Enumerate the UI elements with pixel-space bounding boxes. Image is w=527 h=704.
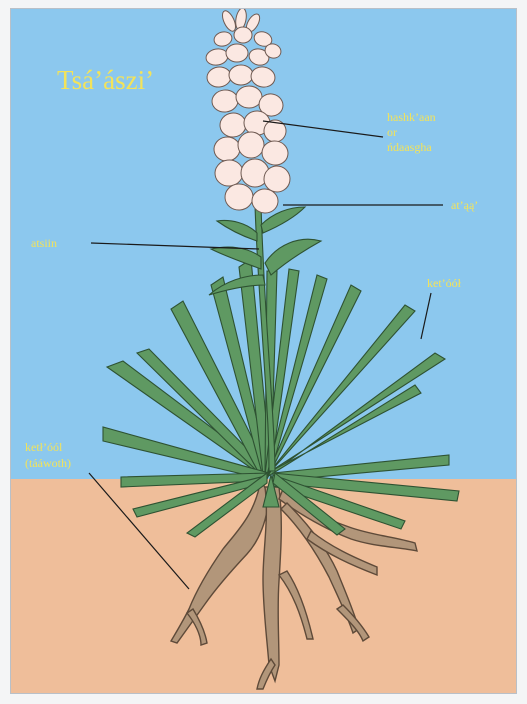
diagram-title: Tsá’ászi’ xyxy=(57,65,154,95)
yucca-illustration: Tsá’ászi’ hashk’aan or ńdaasgha at’ąą’ a… xyxy=(11,9,516,693)
flower-petal xyxy=(236,86,262,108)
yucca-diagram: Tsá’ászi’ hashk’aan or ńdaasgha at’ąą’ a… xyxy=(10,8,517,694)
root-label-line1: ketł’óól xyxy=(25,440,63,454)
leaf-stem-label: atsiin xyxy=(31,236,57,250)
flower-label-line2: or xyxy=(387,125,397,139)
stalk-label: at’ąą’ xyxy=(451,198,478,212)
flower-petal xyxy=(234,27,252,43)
root-label-line2: (tááwoth) xyxy=(25,456,71,470)
flower-label-line1: hashk’aan xyxy=(387,110,436,124)
flower-petal xyxy=(229,65,253,85)
flower-petal xyxy=(238,132,264,158)
flower-label-line3: ńdaasgha xyxy=(387,140,432,154)
flower-petal xyxy=(226,44,248,62)
leaves-label: ket’óół xyxy=(427,276,462,290)
